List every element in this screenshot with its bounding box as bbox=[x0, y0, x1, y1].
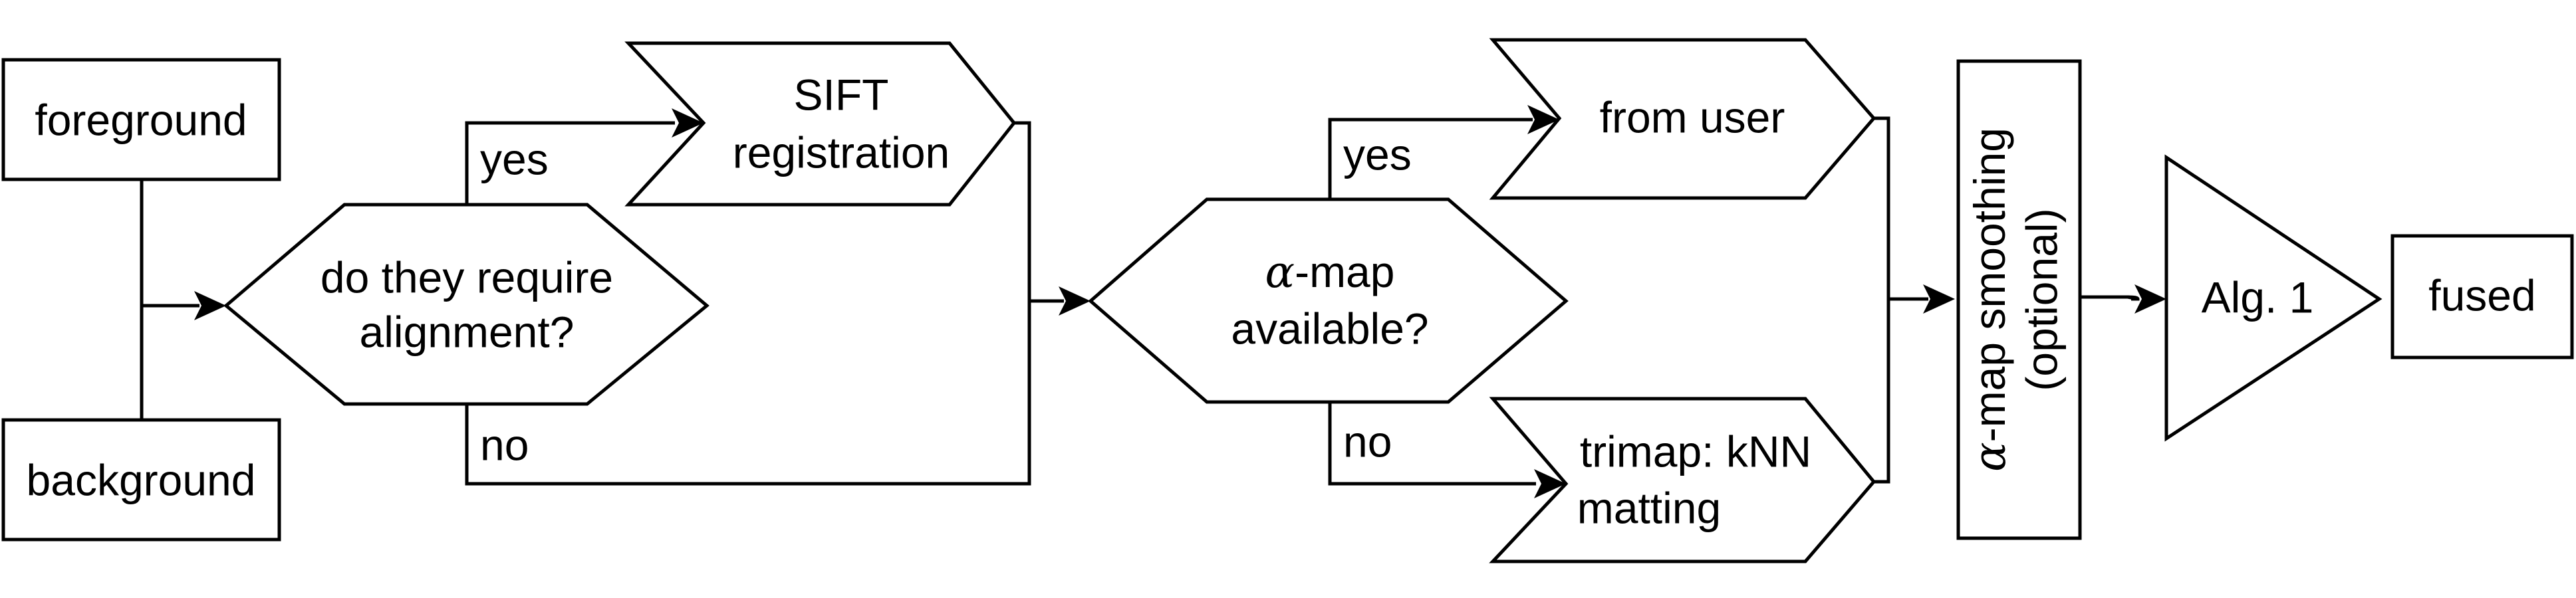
edge-trimap-output bbox=[1874, 299, 1890, 484]
edge-no-branch bbox=[465, 301, 1031, 486]
arrowhead-to-alpha-decision bbox=[1059, 286, 1091, 316]
foreground-label: foreground bbox=[35, 95, 247, 144]
node-alpha-decision: α-map available? bbox=[1088, 197, 1569, 404]
node-alignment-decision: do they require alignment? bbox=[223, 203, 709, 406]
yes-label-alignment: yes bbox=[480, 134, 549, 183]
edge-labels: yes no yes no bbox=[480, 130, 1412, 469]
sift-line2: registration bbox=[733, 128, 950, 177]
yes-label-alpha: yes bbox=[1343, 130, 1412, 179]
from-user-label: from user bbox=[1600, 92, 1785, 142]
arrowhead-to-sift bbox=[672, 108, 704, 138]
arrowhead-to-smoothing bbox=[1923, 284, 1955, 314]
edge-from-user-output bbox=[1874, 116, 1890, 299]
smoothing-line1-rest: -map smoothing bbox=[1965, 128, 2014, 442]
alignment-decision-line1: do they require bbox=[321, 252, 613, 302]
node-sift-registration: SIFT registration bbox=[624, 41, 1017, 207]
smoothing-line2: (optional) bbox=[2017, 208, 2066, 391]
alpha-decision-line1-rest: -map bbox=[1295, 247, 1394, 296]
trimap-line1: trimap: kNN bbox=[1580, 427, 1811, 476]
node-foreground: foreground bbox=[1, 58, 281, 181]
fused-label: fused bbox=[2428, 270, 2535, 320]
edge-sift-output bbox=[1014, 121, 1031, 301]
arrowheads bbox=[194, 105, 2166, 498]
alignment-decision-line2: alignment? bbox=[360, 307, 575, 356]
node-alpha-smoothing: α-map smoothing (optional) bbox=[1956, 59, 2082, 540]
alpha-decision-line2: available? bbox=[1231, 304, 1428, 353]
edge-yes-to-from-user bbox=[1328, 118, 1533, 199]
alg1-label: Alg. 1 bbox=[2202, 272, 2314, 322]
node-fused: fused bbox=[2390, 234, 2574, 359]
smoothing-alpha-symbol: α bbox=[1964, 442, 2015, 472]
edge-smoothing-to-alg1-b bbox=[2080, 295, 2138, 301]
node-from-user: from user bbox=[1489, 38, 1876, 200]
background-label: background bbox=[27, 455, 256, 504]
arrowhead-to-alg1 bbox=[2134, 284, 2166, 314]
connectors bbox=[140, 116, 2140, 486]
sift-line1: SIFT bbox=[794, 70, 889, 119]
arrowhead-to-trimap bbox=[1534, 469, 1566, 498]
node-trimap-knn: trimap: kNN matting bbox=[1489, 397, 1876, 563]
alpha-symbol: α bbox=[1265, 247, 1295, 298]
trimap-line2: matting bbox=[1577, 483, 1721, 532]
arrowhead-to-alignment-decision bbox=[194, 291, 226, 320]
edge-no-to-trimap bbox=[1328, 402, 1536, 486]
no-label-alpha: no bbox=[1343, 417, 1392, 466]
edge-yes-to-sift bbox=[465, 121, 675, 205]
alpha-decision-line1: α-map bbox=[1265, 247, 1395, 298]
node-alg1: Alg. 1 bbox=[2164, 154, 2383, 442]
node-background: background bbox=[1, 418, 281, 542]
no-label-alignment: no bbox=[480, 420, 529, 469]
smoothing-line1: α-map smoothing bbox=[1964, 128, 2015, 472]
arrowhead-to-from-user bbox=[1527, 105, 1559, 134]
